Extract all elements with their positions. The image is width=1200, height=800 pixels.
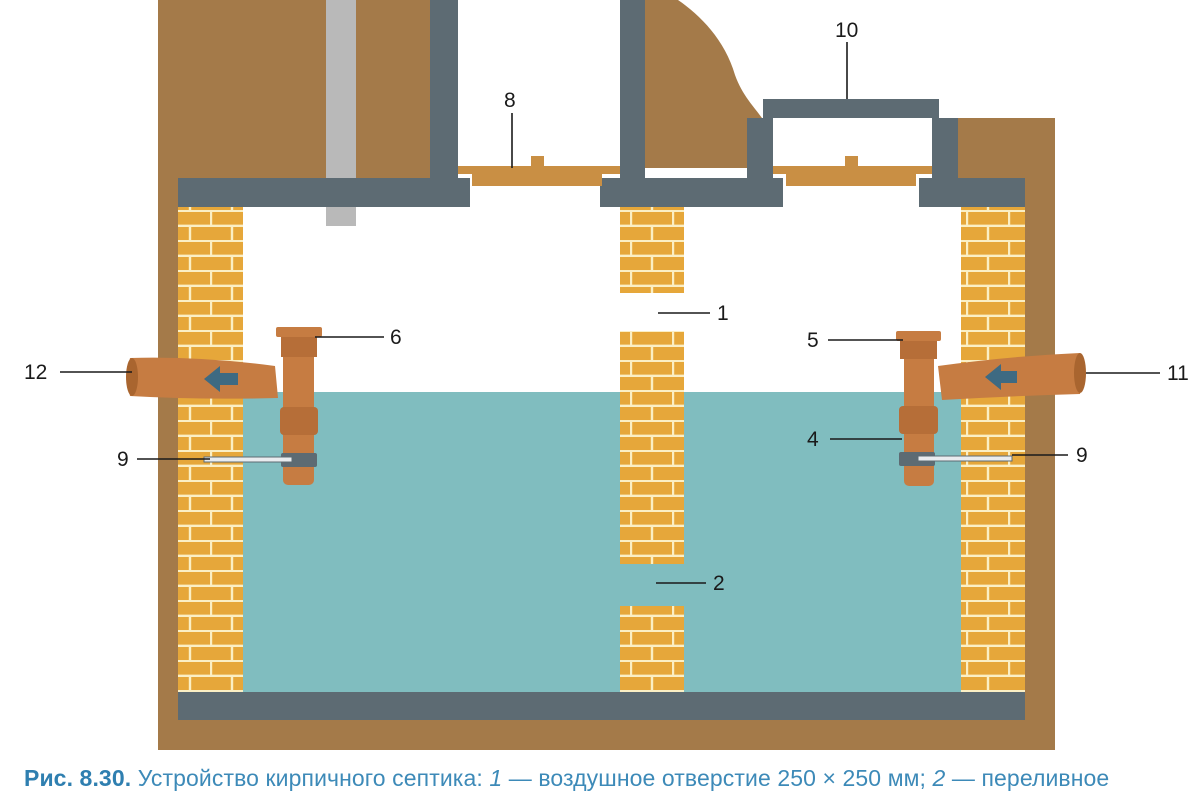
label-2: 2	[713, 572, 725, 595]
label-9-right: 9	[1076, 444, 1088, 467]
partition-middle	[620, 331, 684, 564]
number-labels: 1 2 6 12 9 5 4 9 11 8 10	[24, 19, 1189, 595]
caption-ref-2: 2	[932, 765, 946, 791]
inlet-tee-right	[896, 331, 1086, 486]
left-brick-wall	[178, 207, 243, 692]
caption-ref-1: 1	[489, 765, 503, 791]
label-5: 5	[807, 329, 819, 352]
pipe-clamps	[203, 452, 1013, 467]
label-11: 11	[1167, 362, 1189, 385]
label-4: 4	[807, 428, 819, 451]
partition-top	[620, 207, 684, 293]
brick-walls	[178, 207, 1025, 692]
hatch-lids	[458, 156, 932, 186]
leader-lines	[60, 42, 1160, 584]
concrete-structure	[178, 0, 1025, 720]
label-12: 12	[24, 361, 47, 384]
figure-number: Рис. 8.30.	[24, 765, 132, 791]
label-9-left: 9	[117, 448, 129, 471]
soil	[158, 0, 1055, 750]
partition-bottom	[620, 606, 684, 692]
label-10: 10	[835, 19, 858, 42]
outlet-tee-left	[126, 327, 322, 485]
label-8: 8	[504, 89, 516, 112]
label-6: 6	[390, 326, 402, 349]
figure-caption: Рис. 8.30. Устройство кирпичного септика…	[24, 765, 1194, 792]
water	[243, 392, 961, 692]
label-1: 1	[717, 302, 729, 325]
septic-tank-diagram: 1 2 6 12 9 5 4 9 11 8 10	[24, 0, 1189, 750]
caption-text-b: — воздушное отверстие 250 × 250 мм;	[502, 765, 933, 791]
right-brick-wall	[961, 207, 1025, 692]
caption-text-c: — переливное	[945, 765, 1110, 791]
caption-text-a: Устройство кирпичного септика:	[131, 765, 490, 791]
